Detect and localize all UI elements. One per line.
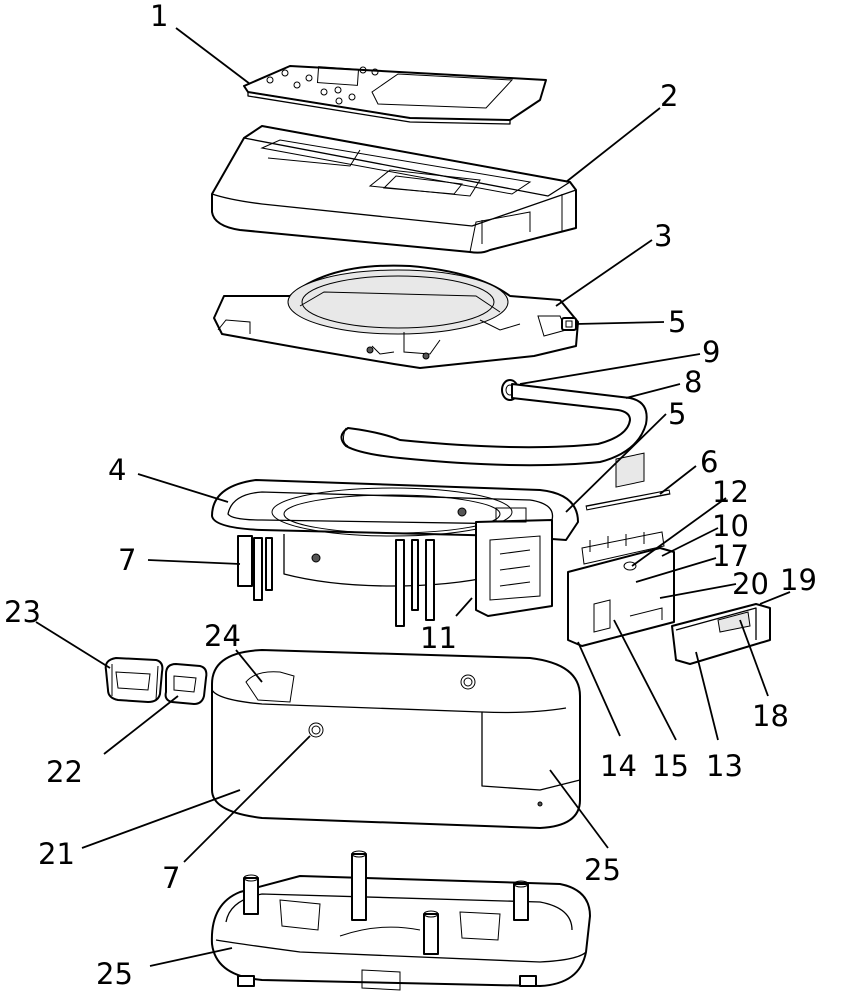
- callout-24: 24: [204, 619, 241, 653]
- callout-7-upper: 7: [118, 543, 136, 577]
- callout-4: 4: [108, 453, 126, 487]
- part-25-base: [210, 850, 591, 991]
- callout-18: 18: [752, 699, 789, 733]
- callout-6: 6: [700, 445, 718, 479]
- callout-23: 23: [4, 595, 41, 629]
- part-5-upper-connector: [561, 317, 577, 331]
- callout-11: 11: [420, 621, 457, 655]
- callout-labels: 1 2 3 5 9 8 5 4 6 12 10 7 17 20 19 11 23…: [4, 0, 817, 991]
- callout-17: 17: [712, 539, 749, 573]
- callout-3: 3: [654, 219, 672, 253]
- callout-1: 1: [150, 0, 168, 33]
- callout-25-base: 25: [96, 957, 133, 991]
- callout-21: 21: [38, 837, 75, 871]
- callout-5-upper: 5: [668, 305, 686, 339]
- callout-5-lower: 5: [668, 397, 686, 431]
- part-8-seal-tube: [340, 383, 648, 467]
- part-3-inner-lid-plate: [213, 264, 579, 369]
- callout-13: 13: [706, 749, 743, 783]
- callout-8: 8: [684, 365, 702, 399]
- part-13-slide-cover: [671, 603, 771, 665]
- callout-15: 15: [652, 749, 689, 783]
- callout-19: 19: [780, 563, 817, 597]
- part-1-control-panel: [243, 65, 547, 125]
- part-4-ring-frame: [211, 479, 579, 627]
- part-6-rod: [585, 489, 671, 511]
- callout-14: 14: [600, 749, 637, 783]
- callout-20: 20: [732, 567, 769, 601]
- callout-22: 22: [46, 755, 83, 789]
- callout-9: 9: [702, 335, 720, 369]
- part-22-inner-frame: [164, 663, 208, 705]
- callout-7-lower: 7: [162, 861, 180, 895]
- part-23-outer-frame: [104, 657, 164, 703]
- part-21-body-shell: [211, 649, 581, 829]
- callout-25-body: 25: [584, 853, 621, 887]
- part-2-upper-cover: [211, 125, 577, 254]
- callout-10: 10: [712, 509, 749, 543]
- part-10-side-bracket: [567, 452, 675, 647]
- callout-2: 2: [660, 79, 678, 113]
- leader-lines: [35, 27, 791, 967]
- callout-12: 12: [712, 475, 749, 509]
